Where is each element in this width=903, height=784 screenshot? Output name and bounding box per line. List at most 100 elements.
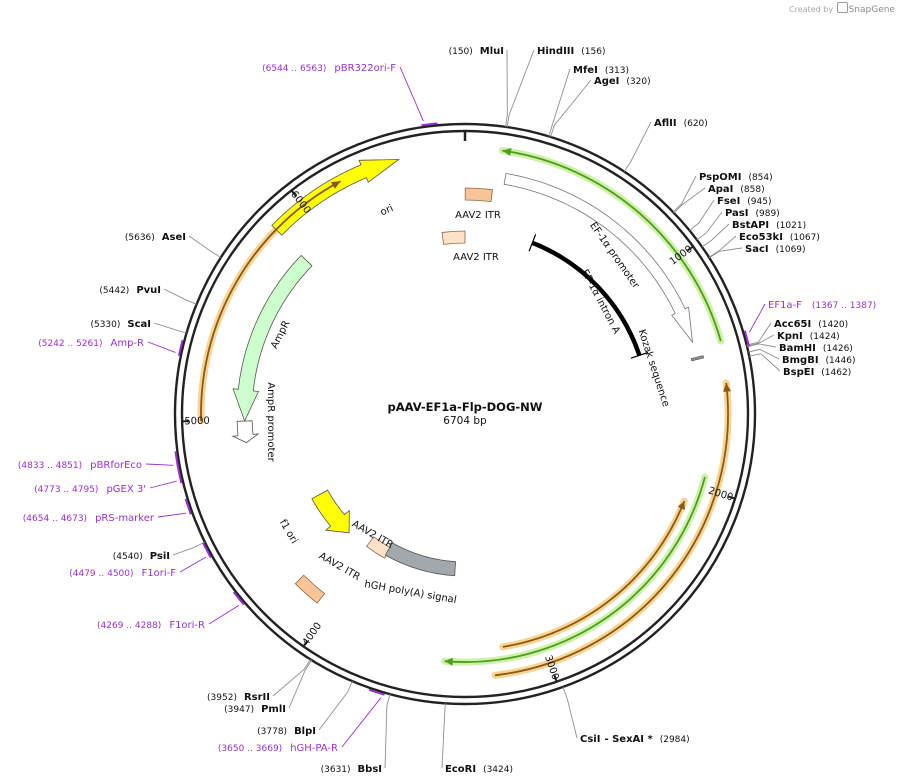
enzyme-leader-line: [673, 187, 706, 214]
primer-mark: [232, 591, 245, 606]
enzyme-leader-line: [709, 247, 743, 259]
tick-mark: [290, 189, 297, 197]
primer-name: F1ori-F: [142, 568, 177, 579]
enzyme-label[interactable]: CsiI- SexAI *(2984): [580, 734, 690, 745]
primer-range: (6544 .. 6563): [262, 64, 326, 74]
feature-kozak-sequence: [690, 355, 704, 362]
enzyme-label[interactable]: PasI(989): [725, 208, 780, 219]
enzyme-label[interactable]: BmgBI(1446): [782, 355, 855, 366]
feature-ef-1-intron-a-cap: [630, 351, 649, 359]
green-arc-ef1a: [502, 149, 722, 342]
enzyme-position: (4540): [113, 552, 143, 562]
enzyme-leader-line: [562, 686, 578, 739]
enzyme-name: AgeI: [594, 76, 619, 87]
primer-label[interactable]: (4833 .. 4851)pBRforEco: [18, 460, 142, 471]
enzyme-position: (1069): [776, 245, 806, 255]
enzyme-label[interactable]: Eco53kI(1067): [739, 232, 820, 243]
enzyme-position: (1021): [776, 221, 806, 231]
enzyme-name: MfeI: [573, 65, 598, 76]
enzyme-leader-line: [172, 541, 205, 556]
snapgene-logo-icon: [836, 2, 848, 13]
enzyme-label[interactable]: SacI (1069): [745, 244, 806, 255]
enzyme-label[interactable]: (4540)PsiI: [113, 551, 170, 562]
enzyme-position: (620): [684, 119, 708, 129]
primer-label[interactable]: EF1a-F(1367 .. 1387): [768, 300, 876, 311]
enzyme-label[interactable]: (150)MluI: [449, 46, 504, 57]
enzyme-label[interactable]: (5330)ScaI: [90, 319, 151, 330]
primer-leader-line: [749, 303, 766, 333]
enzyme-name: BstAPI: [732, 220, 769, 231]
enzyme-name: CsiI: [580, 734, 600, 745]
enzyme-label[interactable]: PspOMI(854): [699, 172, 773, 183]
enzyme-leader-line: [696, 211, 723, 241]
enzyme-label[interactable]: BamHI(1426): [779, 343, 853, 354]
enzyme-extra: - SexAI *: [604, 734, 653, 745]
enzyme-leader-line: [506, 49, 535, 128]
enzyme-label[interactable]: Acc65I(1420): [774, 319, 848, 330]
enzyme-label[interactable]: (3631)BbsI: [321, 764, 382, 775]
enzyme-name: BamHI: [779, 343, 816, 354]
enzyme-position: (3952): [207, 693, 237, 703]
enzyme-leader-line: [748, 348, 780, 360]
feature-label: AmpR: [269, 319, 292, 351]
feature-aav2-itr: [464, 187, 493, 203]
enzyme-leader-line: [708, 235, 737, 258]
enzyme-label[interactable]: BspEI(1462): [783, 367, 851, 378]
primer-name: EF1a-F: [768, 300, 802, 311]
feature-label: AAV2 ITR: [453, 252, 499, 263]
enzyme-label[interactable]: HindIII(156): [537, 46, 605, 57]
feature-ef-1-promoter: [503, 173, 694, 344]
enzyme-leader-line: [623, 121, 652, 172]
primer-name: F1ori-R: [169, 620, 205, 631]
primer-label[interactable]: (4269 .. 4288)F1ori-R: [97, 620, 205, 631]
primer-label[interactable]: (6544 .. 6563)pBR322ori-F: [262, 63, 396, 74]
enzyme-label[interactable]: BstAPI (1021): [732, 220, 806, 231]
enzyme-label[interactable]: AgeI(320): [594, 76, 651, 87]
enzyme-leader-line: [701, 223, 730, 248]
enzyme-name: AflII: [654, 118, 677, 129]
enzyme-leader-line: [749, 353, 781, 372]
enzyme-label[interactable]: KpnI(1424): [777, 331, 840, 342]
primer-mark: [202, 542, 212, 559]
enzyme-label[interactable]: (3952)RsrII: [207, 692, 270, 703]
primer-label[interactable]: (4654 .. 4673)pRS-marker: [23, 513, 155, 524]
orange-arc-ampr: [200, 180, 341, 421]
green-arc-cds-arrowhead: [444, 657, 453, 666]
primer-label[interactable]: (3650 .. 3669)hGH-PA-R: [218, 743, 338, 754]
enzyme-label[interactable]: (5636)AseI: [125, 232, 186, 243]
feature-label: AAV2 ITR: [455, 210, 501, 221]
enzyme-leader-line: [548, 68, 571, 137]
enzyme-leader-line: [746, 334, 775, 347]
feature-label: AAV2 ITR: [317, 551, 362, 583]
green-arc-cds-glow: [441, 473, 709, 666]
enzyme-position: (3778): [257, 727, 287, 737]
enzyme-label[interactable]: AflII (620): [654, 118, 708, 129]
enzyme-label[interactable]: (5442)PvuI: [99, 285, 161, 296]
enzyme-label[interactable]: (3778)BlpI: [257, 726, 316, 737]
feature-label: Kozak sequence: [636, 328, 671, 408]
enzyme-label[interactable]: FseI(945): [717, 196, 772, 207]
enzyme-name: SacI: [745, 244, 769, 255]
credit-prefix: Created by: [789, 5, 834, 14]
tick-mark: [686, 245, 694, 252]
feature-layer: [200, 148, 732, 677]
primer-label[interactable]: (5242 .. 5261)Amp-R: [38, 338, 144, 349]
enzyme-name: ScaI: [127, 319, 151, 330]
enzyme-leader-line: [550, 79, 592, 138]
primer-range: (3650 .. 3669): [218, 744, 282, 754]
tick-mark: [728, 495, 736, 500]
enzyme-name: PmlI: [261, 704, 286, 715]
enzyme-name: MluI: [480, 46, 504, 57]
tick-mark: [553, 674, 558, 683]
primer-leader-line: [399, 66, 424, 122]
enzyme-position: (1462): [821, 368, 851, 378]
primer-mark: [368, 688, 385, 696]
primer-label[interactable]: (4773 .. 4795)pGEX 3': [34, 484, 146, 495]
enzyme-label[interactable]: ApaI(858): [708, 184, 765, 195]
enzyme-label[interactable]: (3947)PmlI: [224, 704, 286, 715]
enzyme-label[interactable]: EcoRI(3424): [445, 764, 513, 775]
enzyme-label[interactable]: MfeI(313): [573, 65, 629, 76]
enzyme-name: HindIII: [537, 46, 574, 57]
primer-label[interactable]: (4479 .. 4500)F1ori-F: [69, 568, 176, 579]
